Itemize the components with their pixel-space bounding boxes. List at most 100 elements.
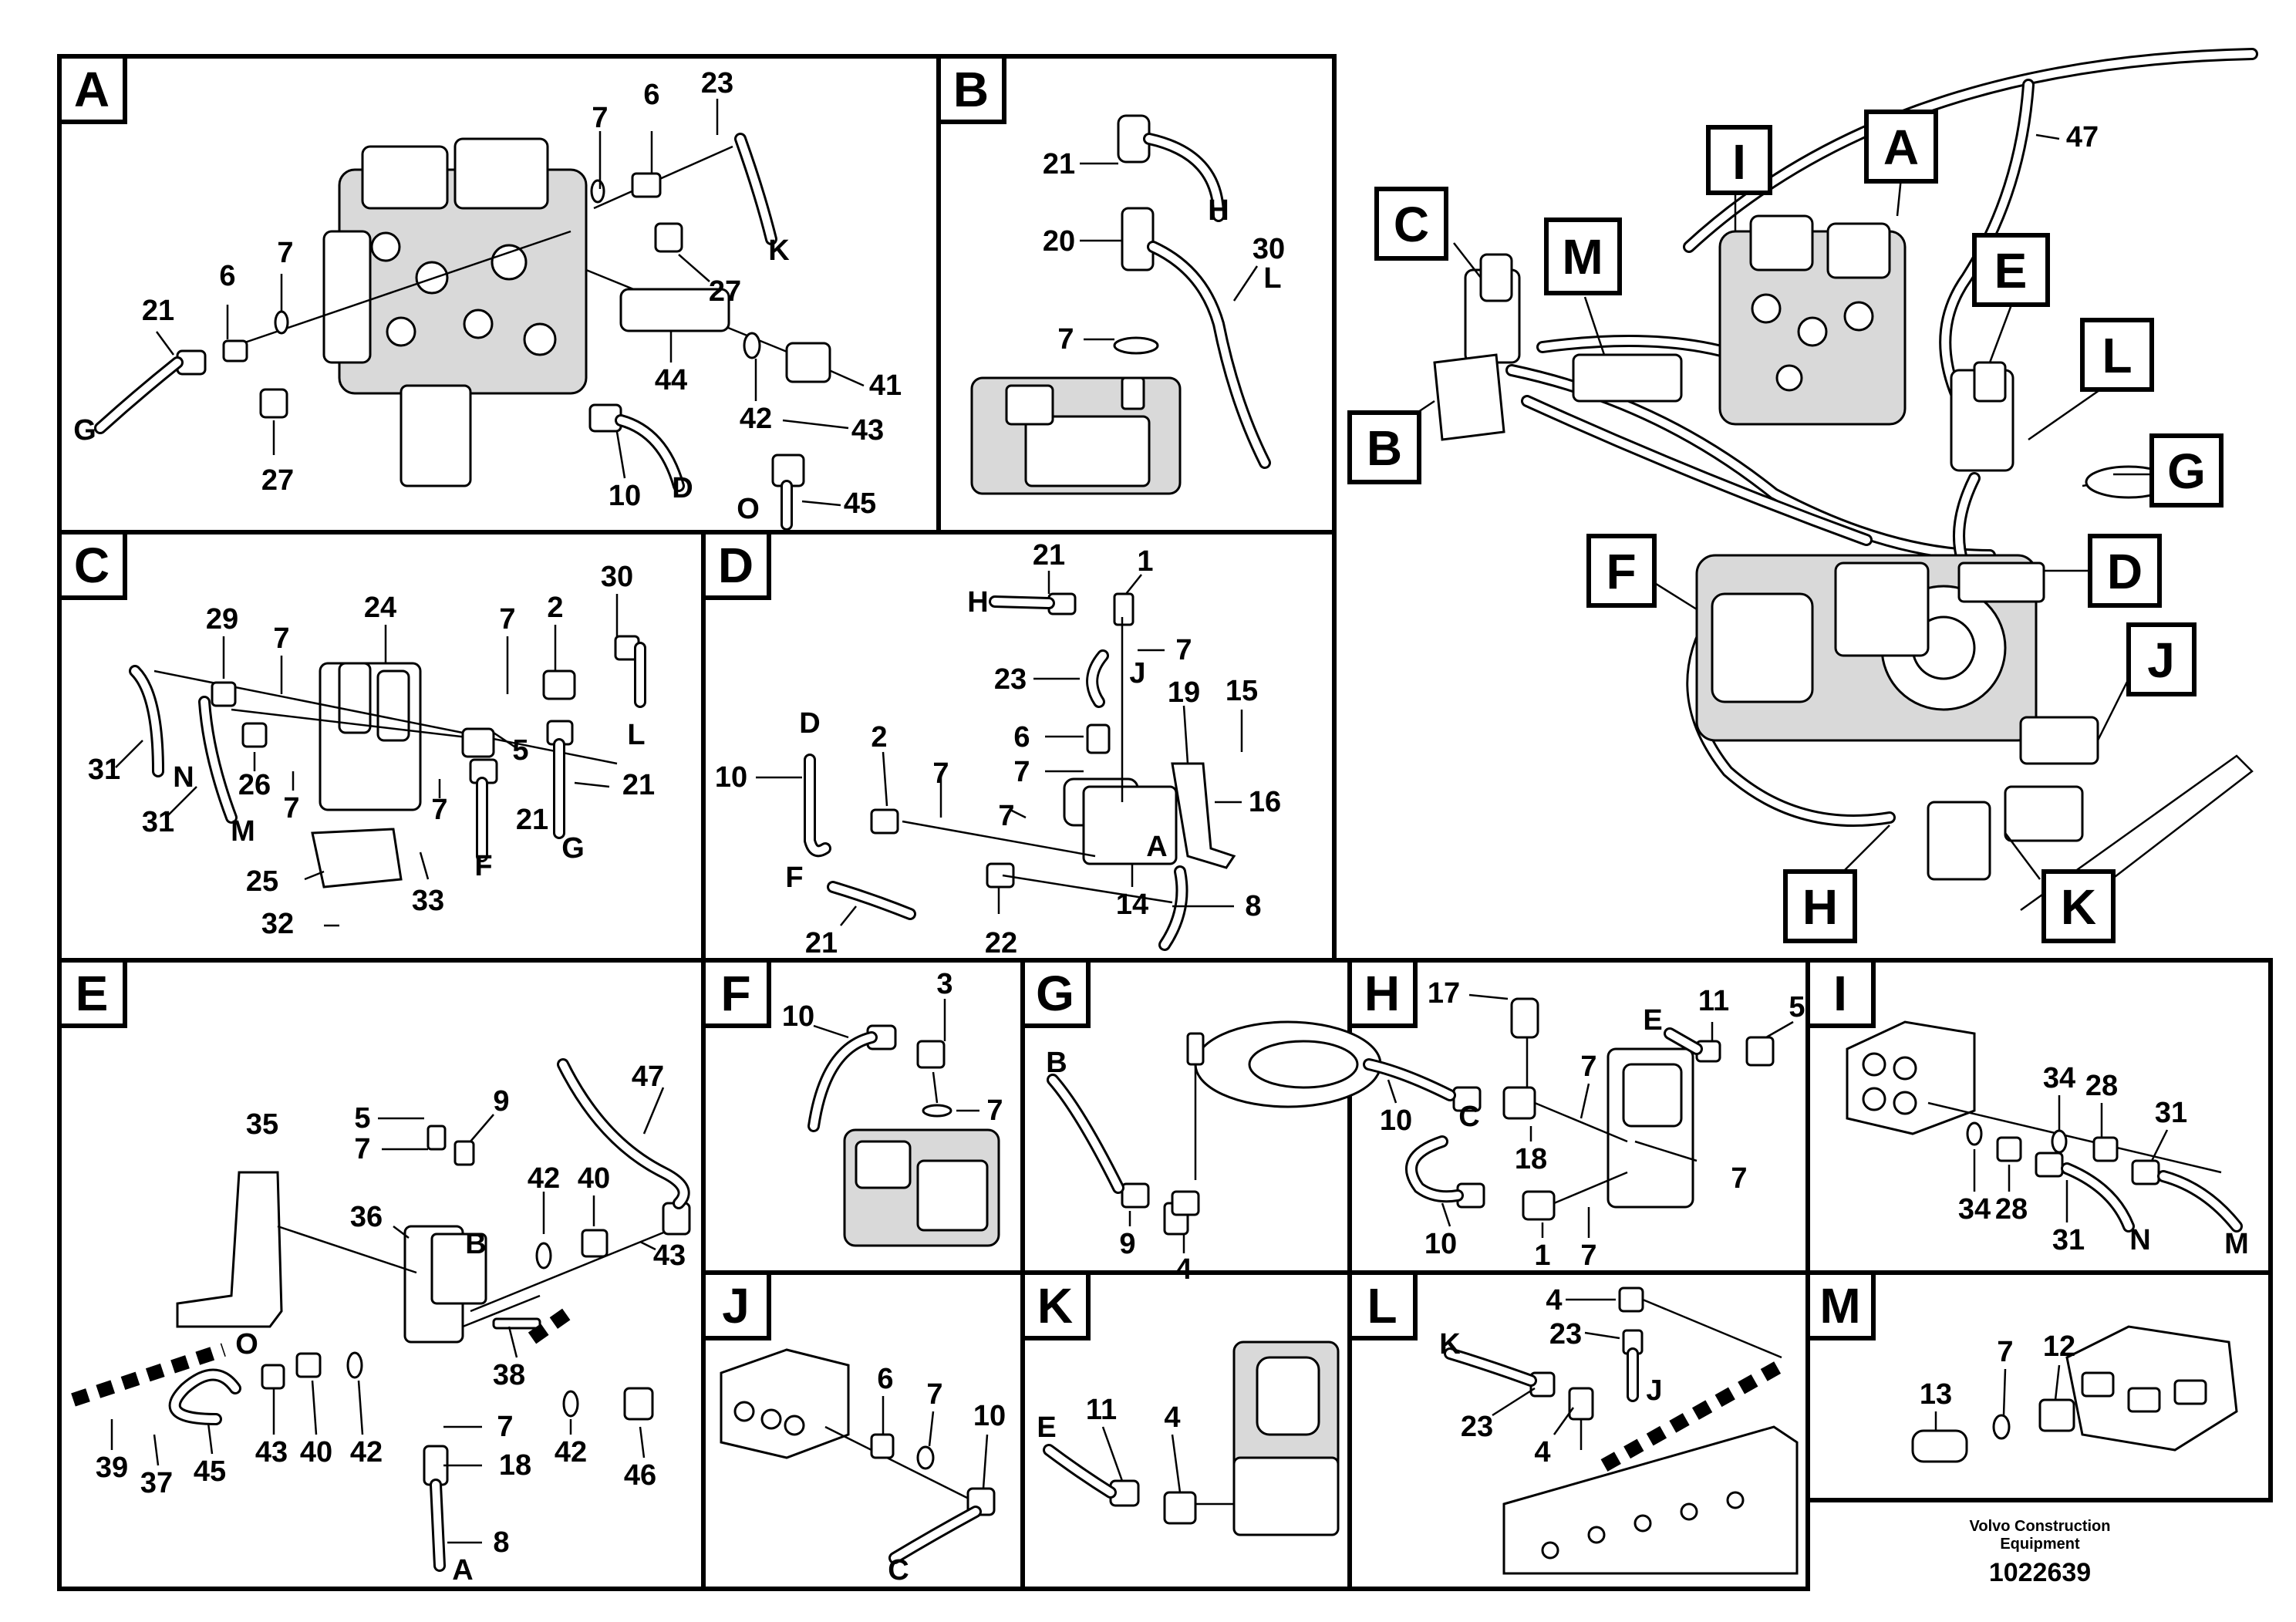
- svg-text:40: 40: [578, 1162, 610, 1195]
- svg-text:M: M: [1819, 1278, 1860, 1334]
- svg-text:7: 7: [1997, 1336, 2013, 1368]
- svg-text:H: H: [1802, 879, 1838, 935]
- svg-text:J: J: [722, 1278, 750, 1334]
- svg-text:42: 42: [740, 403, 772, 435]
- svg-text:L: L: [627, 719, 645, 751]
- svg-text:21: 21: [805, 927, 838, 959]
- svg-text:7: 7: [592, 102, 608, 134]
- svg-text:M: M: [231, 815, 255, 848]
- panel-b-tag: B: [936, 54, 1006, 124]
- svg-text:C: C: [888, 1554, 909, 1587]
- panel-i-drawing: 34 28 31 34 28 31 N M: [1846, 1020, 2249, 1260]
- svg-text:E: E: [1037, 1411, 1056, 1444]
- svg-text:1: 1: [1534, 1239, 1550, 1272]
- svg-text:5: 5: [1789, 991, 1805, 1023]
- svg-text:32: 32: [261, 908, 294, 940]
- svg-text:43: 43: [851, 414, 884, 447]
- svg-text:19: 19: [1168, 676, 1200, 709]
- svg-text:F: F: [474, 850, 492, 882]
- svg-text:J: J: [1646, 1374, 1662, 1407]
- svg-text:E: E: [1994, 243, 2028, 298]
- panel-h-drawing: 17 11 5 7 10 18 7 10 1 7 E C: [1363, 977, 1805, 1272]
- svg-text:31: 31: [88, 754, 120, 786]
- overview-tag-f: F: [1586, 534, 1657, 608]
- svg-text:39: 39: [96, 1452, 128, 1484]
- svg-text:L: L: [1367, 1278, 1397, 1334]
- svg-text:34: 34: [1958, 1193, 1991, 1226]
- svg-text:H: H: [1208, 194, 1229, 227]
- panel-tags: A B C D E F G H I J K L M: [57, 54, 1876, 1340]
- svg-text:7: 7: [926, 1378, 942, 1411]
- svg-text:E: E: [1643, 1004, 1662, 1037]
- panel-g-drawing: 9 4 B: [1046, 1020, 1382, 1286]
- svg-text:9: 9: [1119, 1228, 1135, 1260]
- svg-text:28: 28: [1995, 1193, 2028, 1226]
- svg-text:7: 7: [1580, 1239, 1596, 1272]
- svg-text:18: 18: [1515, 1143, 1547, 1175]
- svg-text:46: 46: [624, 1459, 656, 1492]
- svg-text:D: D: [2107, 544, 2143, 599]
- overview-tag-j: J: [2126, 622, 2197, 696]
- svg-text:43: 43: [255, 1436, 288, 1469]
- svg-text:5: 5: [512, 734, 528, 767]
- panel-m-labels: 7 12 13: [1920, 1330, 2075, 1411]
- panel-f-labels: 3 10 7: [782, 968, 1003, 1127]
- svg-text:C: C: [1458, 1101, 1479, 1133]
- svg-text:13: 13: [1920, 1378, 1952, 1411]
- svg-text:17: 17: [1428, 977, 1460, 1010]
- svg-text:B: B: [1046, 1047, 1067, 1079]
- svg-text:31: 31: [2155, 1097, 2187, 1129]
- overview-tag-k: K: [2041, 869, 2116, 943]
- svg-text:4: 4: [1164, 1401, 1180, 1434]
- svg-text:C: C: [74, 538, 110, 593]
- panel-e-labels: 47 35 5 9 7 36 42 40 43 38 42 46 7 18 8 …: [96, 1061, 686, 1587]
- svg-text:47: 47: [632, 1061, 664, 1093]
- svg-text:I: I: [1833, 966, 1847, 1021]
- svg-text:24: 24: [364, 592, 396, 624]
- svg-text:8: 8: [493, 1526, 509, 1559]
- svg-text:41: 41: [869, 369, 902, 402]
- panel-j-tag: J: [701, 1270, 771, 1340]
- svg-text:7: 7: [277, 237, 293, 269]
- control-valve-block: [322, 137, 588, 487]
- svg-text:44: 44: [655, 364, 687, 396]
- svg-text:B: B: [953, 62, 989, 117]
- panel-d-drawing: 21 1 7 23 19 15 6 7 10 2 7 7 16 14 8 21 …: [715, 539, 1281, 959]
- overview-tag-d: D: [2088, 534, 2162, 608]
- svg-text:G: G: [2167, 443, 2206, 499]
- svg-text:1: 1: [1137, 545, 1153, 578]
- svg-text:7: 7: [1731, 1162, 1747, 1195]
- panel-b-drawing: 21 20 30 7 H L: [970, 114, 1285, 495]
- svg-text:A: A: [1883, 120, 1919, 175]
- svg-text:10: 10: [1380, 1104, 1412, 1137]
- drawing-footer: Volvo Construction Equipment 1022639: [1970, 1518, 2111, 1587]
- svg-text:34: 34: [2043, 1062, 2075, 1094]
- svg-text:11: 11: [1698, 985, 1729, 1017]
- overview-tag-c: C: [1374, 187, 1448, 261]
- svg-text:28: 28: [2085, 1070, 2118, 1102]
- svg-text:I: I: [1732, 134, 1746, 190]
- svg-text:45: 45: [844, 487, 876, 520]
- svg-text:B: B: [465, 1228, 486, 1260]
- svg-text:L: L: [1263, 262, 1281, 295]
- panel-m-frame: [1805, 1270, 2273, 1502]
- panel-k-tag: K: [1020, 1270, 1091, 1340]
- svg-text:7: 7: [998, 800, 1014, 832]
- panel-l-labels: 4 23 23 4 K J: [1439, 1284, 1662, 1469]
- panel-h-frame: [1347, 958, 1810, 1275]
- panel-h-tag: H: [1347, 958, 1418, 1028]
- company-name-line2: Equipment: [2000, 1536, 2080, 1553]
- svg-text:40: 40: [300, 1436, 332, 1469]
- panel-l-tag: L: [1347, 1270, 1418, 1340]
- svg-text:7: 7: [431, 794, 447, 826]
- svg-text:4: 4: [1175, 1253, 1192, 1286]
- svg-text:3: 3: [936, 968, 952, 1000]
- overview-label-47: 47: [2066, 121, 2099, 153]
- panel-g-tag: G: [1020, 958, 1091, 1028]
- svg-text:M: M: [1562, 229, 1603, 285]
- svg-text:18: 18: [499, 1449, 531, 1482]
- overview-tag-l: L: [2080, 318, 2154, 392]
- svg-text:42: 42: [555, 1436, 587, 1469]
- svg-text:21: 21: [1043, 148, 1075, 180]
